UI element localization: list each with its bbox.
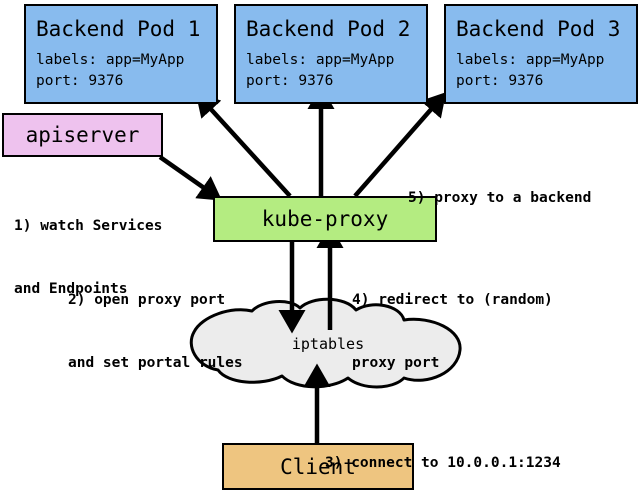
arrow-apiserver-to-kubeproxy: [158, 155, 223, 201]
iptables-cloud: [189, 297, 462, 389]
backend-pod-1-box[interactable]: Backend Pod 1 labels: app=MyApp port: 93…: [24, 4, 218, 104]
kube-proxy-label: kube-proxy: [261, 207, 389, 231]
kube-proxy-box[interactable]: kube-proxy: [213, 196, 437, 242]
step-4-label: 4) redirect to (random) proxy port: [352, 248, 553, 416]
step-1-line-1: 1) watch Services: [14, 218, 163, 234]
step-2-line-1: 2) open proxy port: [68, 292, 226, 308]
pod-3-port: port: 9376: [456, 73, 544, 89]
pod-2-labels: labels: app=MyApp: [246, 52, 395, 68]
arrow-kubeproxy-to-pod3: [353, 92, 447, 198]
pod-2-title: Backend Pod 2: [246, 17, 411, 41]
step-3-line-1: 3) connect to 10.0.0.1:1234: [325, 455, 561, 471]
backend-pod-3-box[interactable]: Backend Pod 3 labels: app=MyApp port: 93…: [444, 4, 638, 104]
iptables-label: iptables: [291, 335, 365, 353]
step-2-line-2: and set portal rules: [68, 355, 243, 371]
step-4-line-2: proxy port: [352, 355, 440, 371]
client-label: Client: [280, 454, 356, 479]
step-4-line-1: 4) redirect to (random): [352, 292, 553, 308]
step-2-label: 2) open proxy port and set portal rules: [68, 248, 243, 416]
pod-1-port: port: 9376: [36, 73, 124, 89]
apiserver-label: apiserver: [25, 123, 140, 147]
apiserver-box[interactable]: apiserver: [2, 113, 163, 157]
pod-3-labels: labels: app=MyApp: [456, 52, 605, 68]
step-3-label: 3) connect to 10.0.0.1:1234: [325, 411, 561, 494]
pod-2-port: port: 9376: [246, 73, 334, 89]
step-1-line-2: and Endpoints: [14, 281, 128, 297]
step-5-label: 5) proxy to a backend: [408, 146, 591, 251]
step-1-label: 1) watch Services and Endpoints: [14, 174, 162, 342]
pod-3-title: Backend Pod 3: [456, 17, 621, 41]
step-5-line-1: 5) proxy to a backend: [408, 190, 592, 206]
client-box[interactable]: Client: [222, 443, 414, 490]
pod-1-title: Backend Pod 1: [36, 17, 201, 41]
backend-pod-2-box[interactable]: Backend Pod 2 labels: app=MyApp port: 93…: [234, 4, 428, 104]
pod-1-labels: labels: app=MyApp: [36, 52, 185, 68]
arrow-kubeproxy-to-pod1: [195, 92, 292, 198]
